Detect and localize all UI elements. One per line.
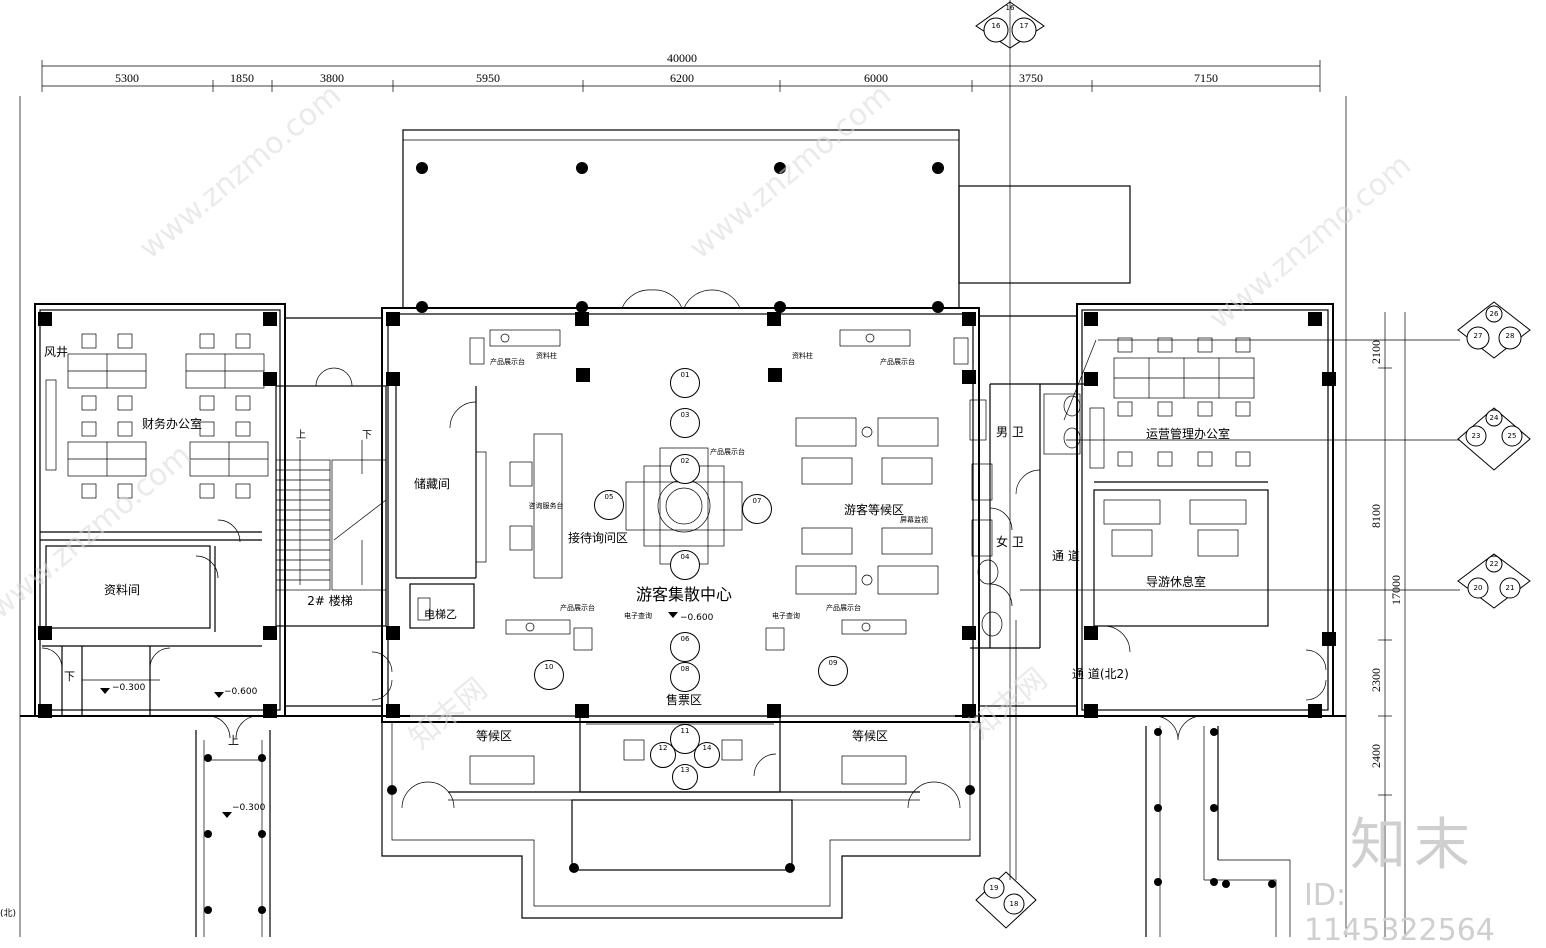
label-e-query-l: 电子查询 [624, 611, 652, 620]
dim-seg-5: 6200 [670, 71, 694, 85]
marker-r1-b: 28 [1506, 332, 1515, 340]
stair-up: 上 [296, 429, 306, 441]
dim-seg-3: 3800 [320, 71, 344, 85]
level-left-c: −0.300 [232, 803, 266, 813]
right-wing: 男 卫 女 卫 通 道 运营管理办公室 导游休息室 通 道(北 [969, 337, 1327, 937]
room-reception: 接待询问区 [568, 530, 628, 545]
room-guide-lounge: 导游休息室 [1146, 574, 1206, 589]
marker-right-2-icon: 24 23 25 [1457, 407, 1531, 471]
stair-down: 下 [362, 430, 372, 441]
archive-room: 资料间 [45, 519, 241, 632]
label-inquiry-desk: 咨询服务台 [529, 501, 564, 510]
label-display-center: 产品展示台 [710, 447, 745, 456]
dimension-right: 2100 8100 2300 2400 17000 [1369, 312, 1406, 937]
exterior-walls [20, 289, 1346, 723]
dim-right-4: 2400 [1369, 744, 1383, 768]
dim-seg-2: 1850 [230, 71, 254, 85]
marker-r2-a: 23 [1472, 432, 1481, 440]
marker-right-1-icon: 26 27 28 [1457, 301, 1531, 359]
marker-right-1[interactable]: 26 27 28 [1456, 300, 1532, 360]
lower-left-corridor: −0.300 −0.600 下 上 −0.300 (北) [0, 645, 271, 937]
marker-top[interactable]: 16 16 17 [974, 0, 1046, 50]
label-display-bl: 产品展示台 [560, 603, 595, 612]
dim-total: 40000 [667, 51, 697, 65]
label-display-br: 产品展示台 [826, 603, 861, 612]
room-elevator: 电梯乙 [424, 608, 457, 621]
dim-seg-6: 6000 [864, 71, 888, 85]
stair-2: 上 下 2# 楼梯 [275, 367, 387, 627]
dim-seg-7: 3750 [1019, 71, 1043, 85]
left-down: 下 [64, 670, 75, 683]
dim-seg-4: 5950 [476, 71, 500, 85]
level-left-b: −0.600 [224, 687, 258, 697]
room-waiting-right: 等候区 [852, 729, 888, 743]
level-center: −0.600 [680, 613, 714, 623]
south-lobby: 售票区 等候区 等候区 [381, 692, 981, 919]
watermark-layer: www.znzmo.com www.znzmo.com www.znzmo.co… [0, 78, 1418, 757]
marker-right-2[interactable]: 24 23 25 [1456, 406, 1532, 472]
marker-bottom-a: 18 [1010, 900, 1019, 908]
dim-right-3: 2300 [1369, 668, 1383, 692]
room-corridor-north: 通 道(北2) [1072, 667, 1129, 681]
label-info-column-l: 资料柱 [536, 351, 557, 360]
room-stair: 2# 楼梯 [307, 593, 353, 608]
marker-top-icon: 16 16 17 [975, 1, 1045, 49]
room-visitor-center: 游客集散中心 [636, 585, 732, 604]
marker-r1-a: 27 [1474, 332, 1483, 340]
marker-r3-a: 20 [1474, 584, 1483, 592]
marker-r1-n: 26 [1490, 310, 1499, 318]
label-display-tl: 产品展示台 [490, 357, 525, 366]
structural-columns [38, 312, 1336, 718]
room-corridor: 通 道 [1052, 549, 1080, 563]
dim-right-1: 2100 [1369, 340, 1383, 364]
label-e-query-r: 电子查询 [772, 611, 800, 620]
marker-r2-b: 25 [1508, 432, 1517, 440]
canopy [402, 129, 1131, 313]
marker-top-n: 16 [1006, 4, 1015, 12]
section-markers [1009, 0, 1460, 880]
marker-right-3[interactable]: 22 20 21 [1456, 552, 1532, 610]
watermark-4: 知末网 [403, 671, 494, 756]
dimension-top: 40000 5300 1850 3800 5950 6200 6000 3750… [41, 51, 1321, 92]
marker-right-3-icon: 22 20 21 [1457, 553, 1531, 609]
left-up: 上 [228, 734, 239, 747]
dim-seg-1: 5300 [115, 71, 139, 85]
room-ops-office: 运营管理办公室 [1146, 426, 1230, 441]
brand-id: ID: 1145322564 [1304, 878, 1495, 948]
label-display-tr: 产品展示台 [880, 357, 915, 366]
marker-bottom[interactable]: 19 18 [974, 870, 1038, 930]
level-left-a: −0.300 [112, 683, 146, 693]
dim-seg-8: 7150 [1194, 71, 1218, 85]
watermark-3: www.znzmo.com [1203, 148, 1418, 337]
label-info-column-r: 资料柱 [792, 351, 813, 360]
room-storage: 储藏间 [414, 476, 450, 491]
room-waiting-left: 等候区 [476, 729, 512, 743]
label-screen-monitor: 屏幕监视 [900, 515, 928, 524]
central-hall: 储藏间 电梯乙 咨询服务台 接待询问区 产品展示台 产品展示台 资料柱 资料柱 … [371, 329, 969, 701]
marker-bottom-n: 19 [990, 884, 999, 892]
brand-logo: 知末 [1350, 813, 1478, 878]
marker-r3-n: 22 [1490, 560, 1499, 568]
marker-top-a: 16 [992, 22, 1001, 30]
room-visitor-waiting: 游客等候区 [844, 502, 904, 517]
marker-r3-b: 21 [1506, 584, 1515, 592]
edge-text: (北) [0, 908, 16, 919]
dim-right-2: 8100 [1369, 504, 1383, 528]
room-ticket: 售票区 [666, 692, 702, 707]
room-archive: 资料间 [104, 583, 140, 597]
marker-r2-n: 24 [1490, 414, 1499, 422]
watermark-5: 知末网 [963, 661, 1054, 746]
marker-top-b: 17 [1020, 22, 1029, 30]
watermark-1: www.znzmo.com [133, 78, 348, 267]
marker-bottom-icon: 19 18 [975, 871, 1037, 929]
watermark-2: www.znzmo.com [683, 78, 898, 267]
room-finance-office: 财务办公室 [142, 416, 202, 431]
finance-office: 风井 财务办公室 [40, 333, 269, 541]
room-air-shaft: 风井 [44, 345, 68, 359]
